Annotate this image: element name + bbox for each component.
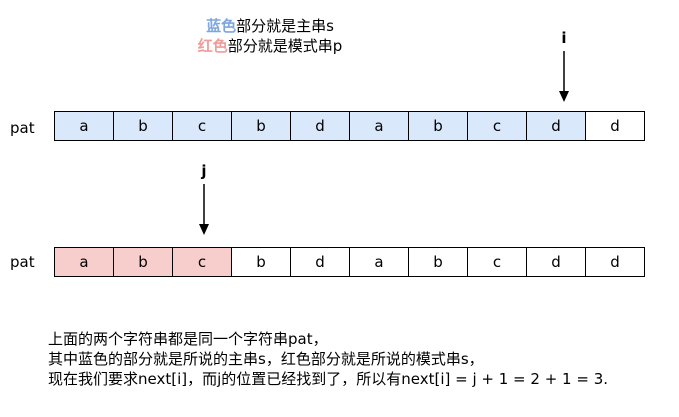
row1-cell: b — [113, 111, 173, 141]
pointer-i: i — [549, 29, 579, 103]
pointer-j-label: j — [201, 162, 207, 180]
row2-cell: b — [113, 247, 173, 277]
row1-cell: c — [172, 111, 232, 141]
row1-cell: b — [231, 111, 291, 141]
row1-cell: b — [408, 111, 468, 141]
note-line-2: 其中蓝色的部分就是所说的主串s，红色部分就是所说的模式串s， — [48, 350, 484, 368]
pointer-j-arrow-icon — [199, 184, 209, 235]
row2-label: pat — [10, 253, 35, 271]
legend-line2-text: 部分就是模式串p — [227, 37, 343, 55]
explanation-note: 上面的两个字符串都是同一个字符串pat， 其中蓝色的部分就是所说的主串s，红色部… — [48, 329, 608, 389]
row1-label: pat — [10, 119, 35, 137]
note-line-3: 现在我们要求next[i]，而j的位置已经找到了，所以有next[i] = j … — [48, 370, 609, 388]
row2-cell: c — [467, 247, 527, 277]
row1-cell: d — [526, 111, 586, 141]
row2-cell: a — [54, 247, 114, 277]
legend-line1-text: 部分就是主串s — [236, 17, 334, 35]
note-line-1: 上面的两个字符串都是同一个字符串pat， — [48, 330, 328, 348]
row2-cell: d — [290, 247, 350, 277]
legend-pattern-string: 红色部分就是模式串p — [0, 36, 540, 56]
row1-cell: d — [290, 111, 350, 141]
legend-main-string: 蓝色部分就是主串s — [0, 16, 540, 36]
row2-cell: b — [231, 247, 291, 277]
row1-cell: a — [54, 111, 114, 141]
legend-red-word: 红色 — [197, 37, 228, 55]
row2-cell: d — [585, 247, 645, 277]
legend-blue-word: 蓝色 — [206, 17, 237, 35]
pointer-i-arrow-icon — [559, 51, 569, 102]
row1-cell: d — [585, 111, 645, 141]
row1-cell: c — [467, 111, 527, 141]
row2-cell: a — [349, 247, 409, 277]
row2-cell: d — [526, 247, 586, 277]
row1-cell: a — [349, 111, 409, 141]
row2-cell: c — [172, 247, 232, 277]
pointer-i-label: i — [561, 29, 567, 47]
pointer-j: j — [189, 162, 219, 236]
row2-cell: b — [408, 247, 468, 277]
